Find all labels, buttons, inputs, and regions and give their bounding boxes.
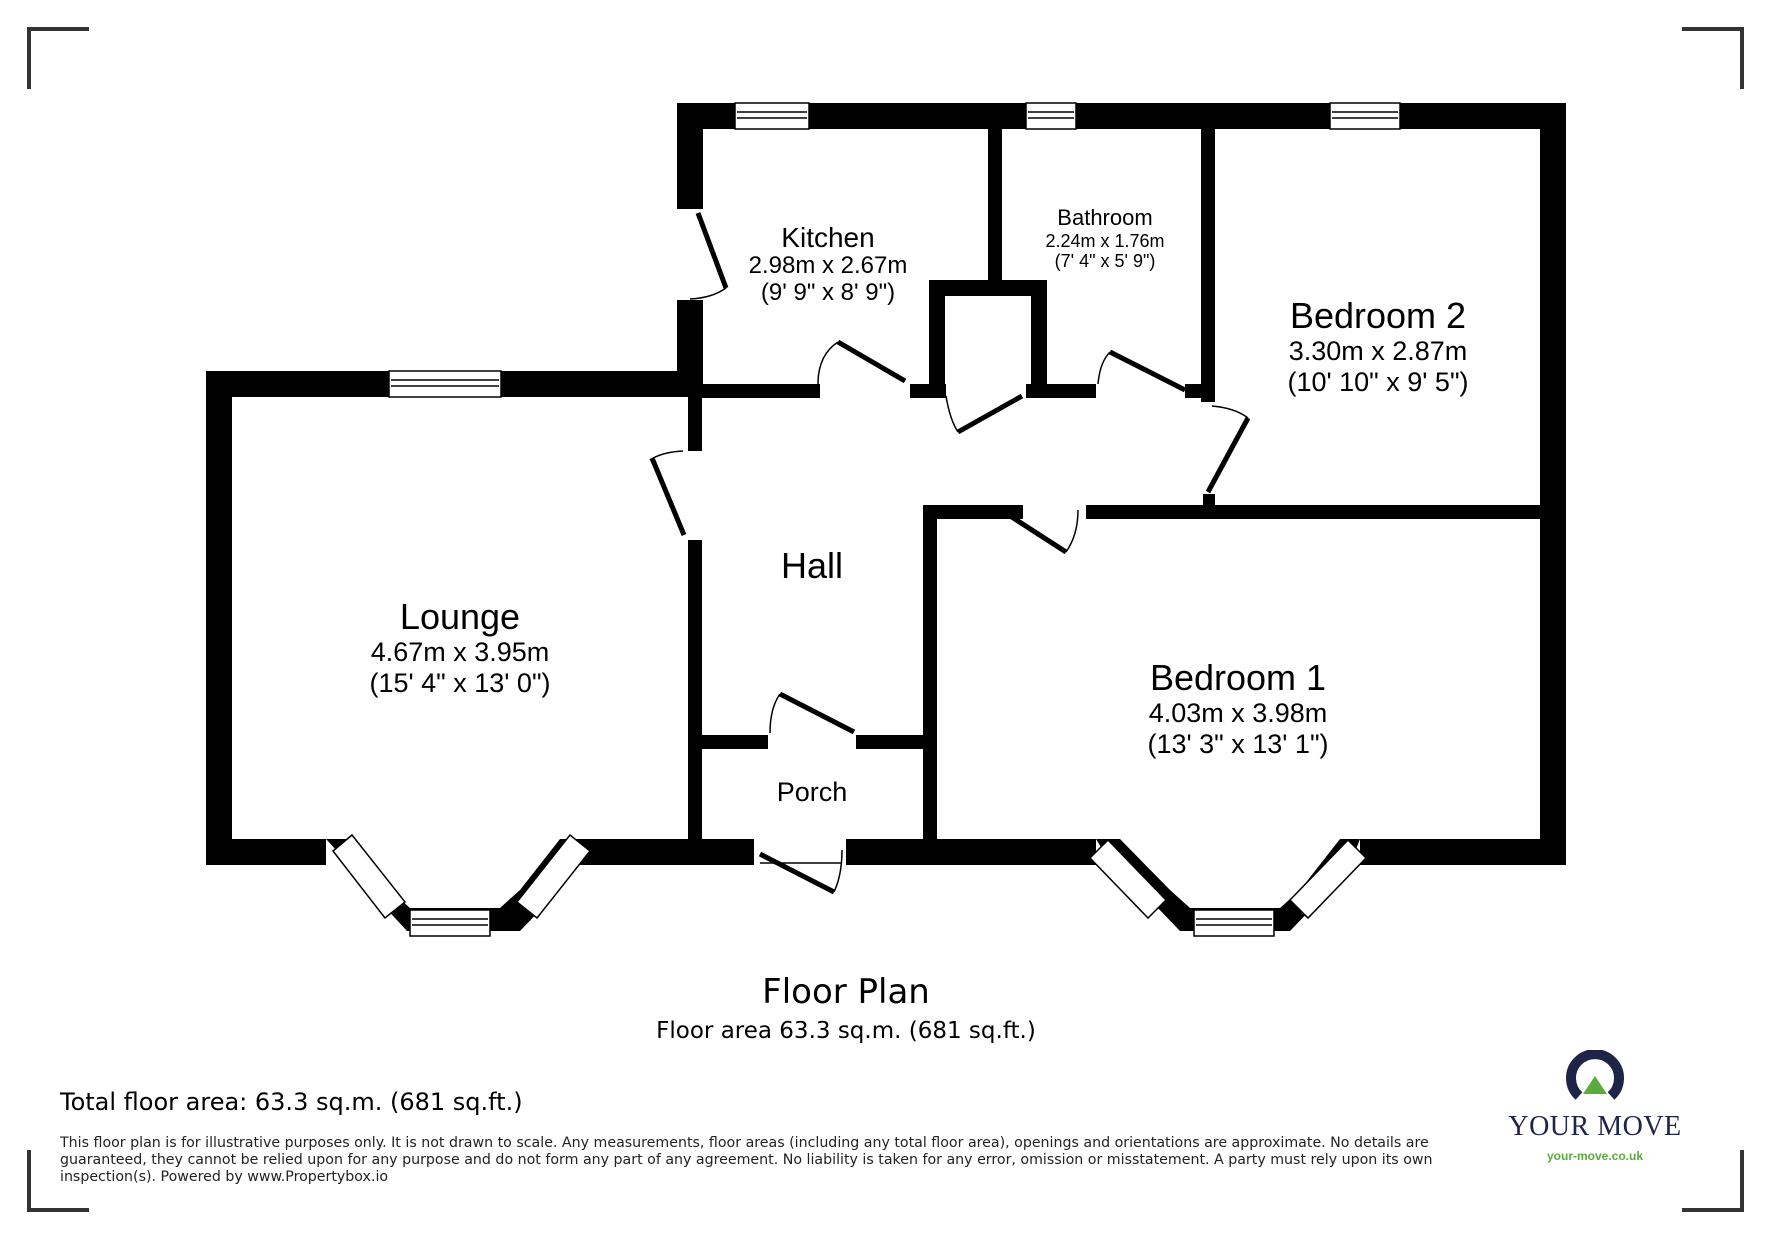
room-name: Hall [780,545,844,586]
room-label-lounge: Lounge 4.67m x 3.95m (15' 4" x 13' 0") [369,596,551,698]
room-metric: 4.03m x 3.98m [1148,698,1328,729]
crop-mark-top-left [27,27,89,89]
crop-mark-top-right [1682,27,1744,89]
room-metric: 2.98m x 2.67m [748,252,908,280]
crop-mark-bottom-right [1682,1150,1744,1212]
room-imperial: (10' 10" x 9' 5") [1287,366,1469,397]
room-label-porch: Porch [777,777,848,807]
room-imperial: (7' 4" x 5' 9") [1054,250,1156,271]
room-imperial: (13' 3" x 13' 1") [1147,728,1329,759]
total-floor-area: Total floor area: 63.3 sq.m. (681 sq.ft.… [60,1088,523,1116]
logo-url: your-move.co.uk [1546,1149,1644,1163]
room-name: Porch [776,777,848,807]
room-name: Lounge [399,596,521,637]
room-label-kitchen: Kitchen 2.98m x 2.67m (9' 9" x 8' 9") [749,222,908,307]
room-label-bedroom-1: Bedroom 1 4.03m x 3.98m (13' 3" x 13' 1"… [1147,657,1329,759]
plan-floor-area: Floor area 63.3 sq.m. (681 sq.ft.) [656,1018,1036,1044]
door-swing-icon [649,212,1251,895]
room-imperial: (15' 4" x 13' 0") [369,667,551,698]
room-metric: 4.67m x 3.95m [370,637,550,668]
window-icon [331,102,1401,937]
room-label-hall: Hall [780,545,844,586]
room-name: Bedroom 2 [1289,295,1467,336]
room-name: Bedroom 1 [1149,657,1327,698]
disclaimer-text: This floor plan is for illustrative purp… [60,1135,1433,1185]
your-move-logo-icon [1566,1049,1624,1100]
room-metric: 3.30m x 2.87m [1288,336,1468,367]
room-imperial: (9' 9" x 8' 9") [760,279,896,307]
logo-brand: YOUR MOVE [1508,1111,1682,1142]
room-metric: 2.24m x 1.76m [1045,230,1165,251]
plan-title: Floor Plan [762,972,930,1012]
room-label-bathroom: Bathroom 2.24m x 1.76m (7' 4" x 5' 9") [1045,205,1165,271]
room-name: Kitchen [781,222,875,253]
room-name: Bathroom [1057,205,1153,230]
room-label-bedroom-2: Bedroom 2 3.30m x 2.87m (10' 10" x 9' 5"… [1287,295,1469,397]
crop-mark-bottom-left [27,1150,89,1212]
your-move-logo: YOUR MOVE your-move.co.uk [1500,1049,1690,1163]
